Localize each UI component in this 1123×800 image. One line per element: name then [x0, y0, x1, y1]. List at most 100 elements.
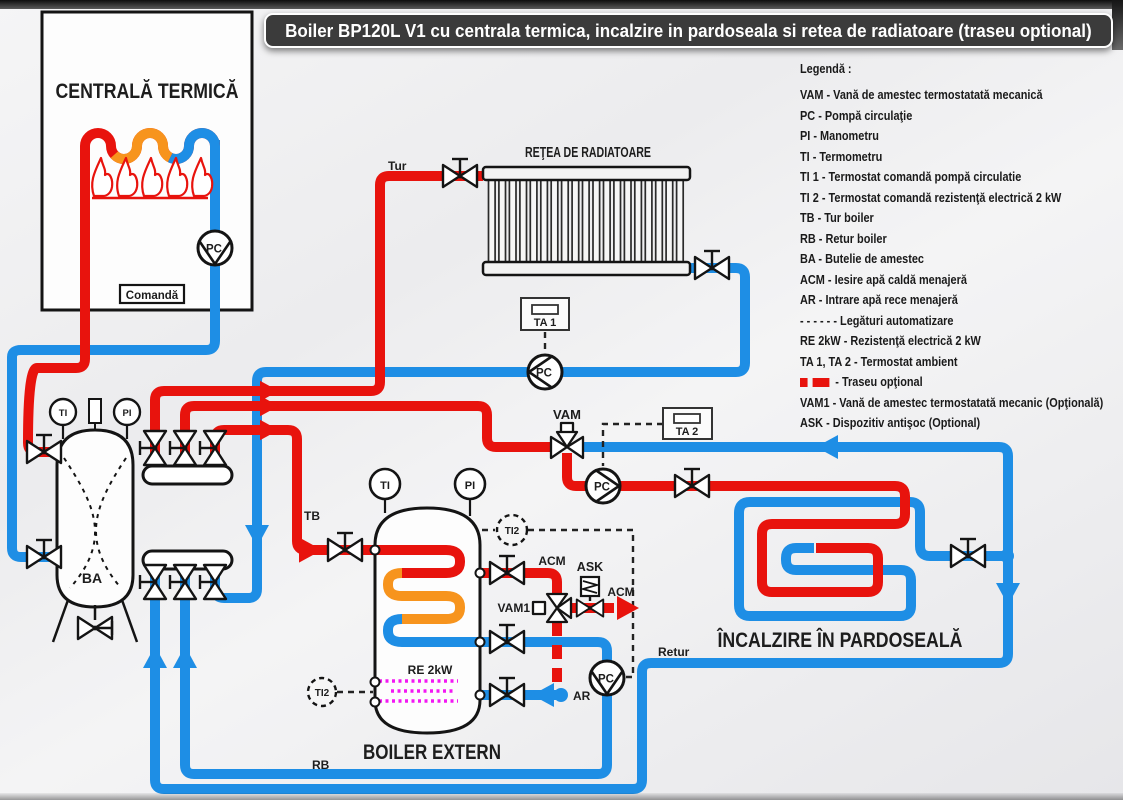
radiator-fin — [623, 178, 632, 264]
pi-label: PI — [123, 408, 132, 419]
diagram-labels: CENTRALĂ TERMICĂ Comandă REŢEA DE RADIAT… — [56, 80, 963, 772]
radiator-fin — [550, 178, 559, 264]
boiler-coil — [375, 545, 480, 647]
ti2-label: TI2 — [505, 526, 520, 537]
legend-item: VAM1 - Vană de amestec termostatată meca… — [800, 394, 1104, 410]
ta1-label: TA 1 — [534, 317, 557, 329]
valves — [27, 159, 985, 706]
ti-gauge-icon — [48, 397, 78, 427]
tb-label: TB — [304, 509, 320, 523]
legend-item: TI 1 - Termostat comandă pompă circulati… — [800, 169, 1022, 184]
radiator-fin — [508, 178, 517, 264]
retur-junction-ball — [1000, 549, 1014, 563]
vam1-label: VAM1 — [498, 601, 531, 615]
rb-label: RB — [312, 758, 330, 772]
valve-icon — [490, 556, 524, 584]
ta1-thermostat — [520, 297, 570, 331]
radiator-fin — [654, 178, 664, 264]
top-right-edge — [1112, 0, 1123, 50]
valve-icon — [328, 533, 362, 561]
legend-item: TI - Termometru — [800, 148, 883, 164]
vam1-valve-icon — [531, 592, 573, 624]
valve-icon — [951, 539, 985, 567]
radiator-fin — [644, 178, 653, 264]
comanda-box — [118, 283, 186, 305]
vam-label: VAM — [553, 407, 581, 422]
pipe-floor-spiral-blue — [734, 497, 1008, 621]
ba-mixing-dashes — [63, 457, 127, 589]
radiator-title: REŢEA DE RADIATOARE — [525, 145, 651, 161]
legend-item: PI - Manometru — [800, 128, 879, 143]
hot-manifold — [141, 464, 234, 486]
ba-drain-valve-icon — [76, 615, 114, 641]
radiator-fin — [487, 178, 496, 264]
ti2-sensor-icon — [495, 513, 529, 547]
ar-junction-ball — [554, 688, 568, 702]
valve-icon — [490, 625, 524, 653]
ask-device-icon — [575, 575, 605, 618]
ba-vessel-group — [48, 397, 142, 643]
radiator-fin — [613, 178, 622, 264]
ar-label: AR — [573, 689, 591, 703]
pi-gauge-icon — [112, 397, 142, 427]
pipe-rb-boiler-return — [180, 569, 612, 779]
traseu-optional-swatch — [812, 378, 830, 388]
bottom-edge-strip — [0, 793, 1123, 800]
pc-label: PC — [598, 674, 614, 686]
legend-item: AR - Intrare apă rece menajeră — [800, 292, 958, 307]
radiator-fin — [529, 178, 538, 264]
radiator-fin — [592, 178, 601, 264]
valve-icon — [695, 251, 729, 279]
pi-label: PI — [465, 480, 475, 492]
radiator-fin — [539, 178, 549, 264]
pi-gauge-icon — [453, 467, 487, 501]
legend: Legendă : VAM - Vană de amestec termosta… — [800, 60, 1123, 434]
legend-item: PC - Pompă circulaţie — [800, 107, 913, 123]
pipe-floor-supply-spiral — [562, 453, 910, 597]
legend-heading: Legendă : — [800, 61, 852, 76]
ba-leg — [51, 599, 70, 643]
top-edge-strip — [0, 0, 1123, 9]
ti-label: TI — [59, 408, 67, 419]
automation-dashed-lines — [337, 332, 663, 694]
pipe-acm-out — [480, 568, 562, 594]
legend-item: TB - Tur boiler — [800, 210, 874, 225]
pipe-to-vam — [180, 401, 553, 466]
radiator-unit — [481, 165, 692, 277]
ti-gauge-icon — [368, 467, 402, 501]
legend-item: ASK - Dispozitiv antişoc (Optional) — [800, 415, 981, 430]
retur-label: Retur — [658, 645, 690, 659]
boiler-extern-group — [368, 467, 487, 735]
radiator-fin — [519, 178, 528, 264]
ct-heat-exchanger — [80, 128, 220, 200]
ti-label: TI — [380, 480, 390, 492]
legend-item: TA 1, TA 2 - Termostat ambient — [800, 353, 958, 369]
radiator-bottom-bar — [481, 260, 692, 277]
ta2-thermostat — [662, 407, 713, 440]
legend-items: VAM - Vană de amestec termostatată mecan… — [800, 85, 1123, 434]
boiler-title: BOILER EXTERN — [363, 741, 501, 764]
radiator-fin — [581, 178, 590, 264]
pipe-floor-retur — [150, 442, 1013, 794]
acm-label: ACM — [607, 585, 634, 599]
radiator-fin — [560, 178, 570, 264]
legend-item: RE 2kW - Rezistenţă electrică 2 kW — [800, 333, 981, 348]
ba-air-vent-icon — [88, 398, 102, 424]
radiator-fin — [633, 178, 643, 264]
re-label: RE 2kW — [408, 663, 453, 677]
ti2-sensor-icon — [306, 676, 338, 708]
valve-icon — [140, 565, 166, 599]
legend-item: - Traseu opţional — [800, 372, 1123, 393]
flames-icon — [91, 156, 214, 200]
boiler-ports — [369, 544, 486, 708]
vam-valve-icon — [549, 421, 585, 460]
centrala-title: CENTRALĂ TERMICĂ — [56, 80, 239, 103]
ba-vessel — [55, 428, 135, 609]
floor-heating-title: ÎNCALZIRE ÎN PARDOSEALĂ — [717, 628, 963, 652]
valve-icon — [170, 431, 196, 465]
diagram-title: Boiler BP120L V1 cu centrala termica, in… — [264, 13, 1113, 48]
diagram-title-text: Boiler BP120L V1 cu centrala termica, in… — [285, 19, 1092, 41]
ti2-label: TI2 — [315, 688, 330, 699]
